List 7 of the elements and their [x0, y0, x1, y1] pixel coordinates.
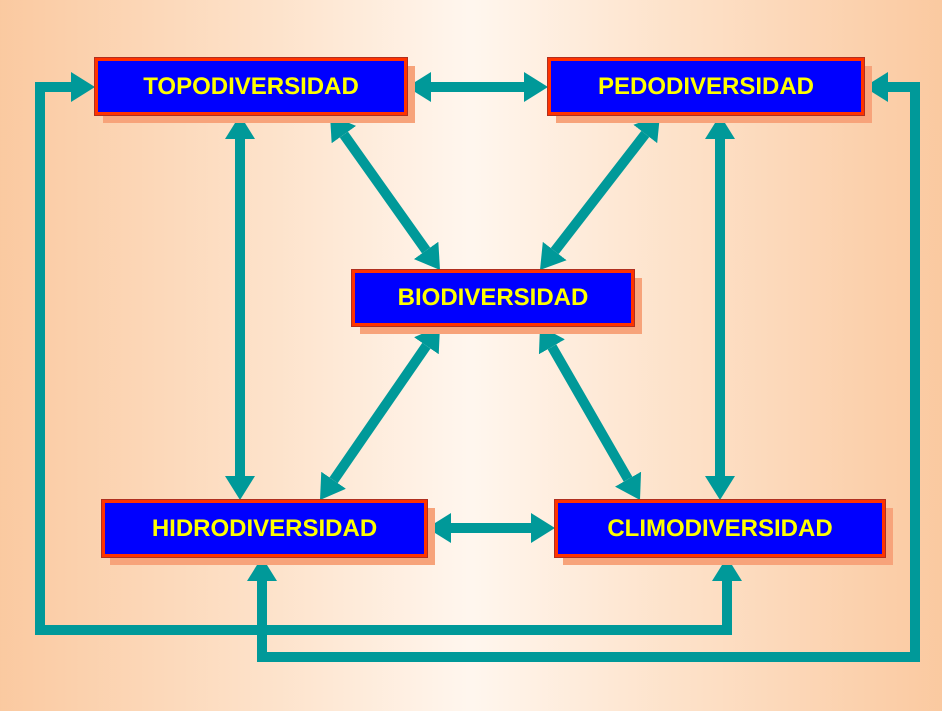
concept-label: BIODIVERSIDAD [398, 284, 588, 312]
double-arrow [247, 72, 920, 662]
concept-label: HIDRODIVERSIDAD [152, 514, 378, 542]
concept-label: TOPODIVERSIDAD [143, 72, 359, 100]
concept-label: CLIMODIVERSIDAD [607, 514, 833, 542]
concept-label: PEDODIVERSIDAD [598, 72, 814, 100]
double-arrow [35, 72, 742, 635]
